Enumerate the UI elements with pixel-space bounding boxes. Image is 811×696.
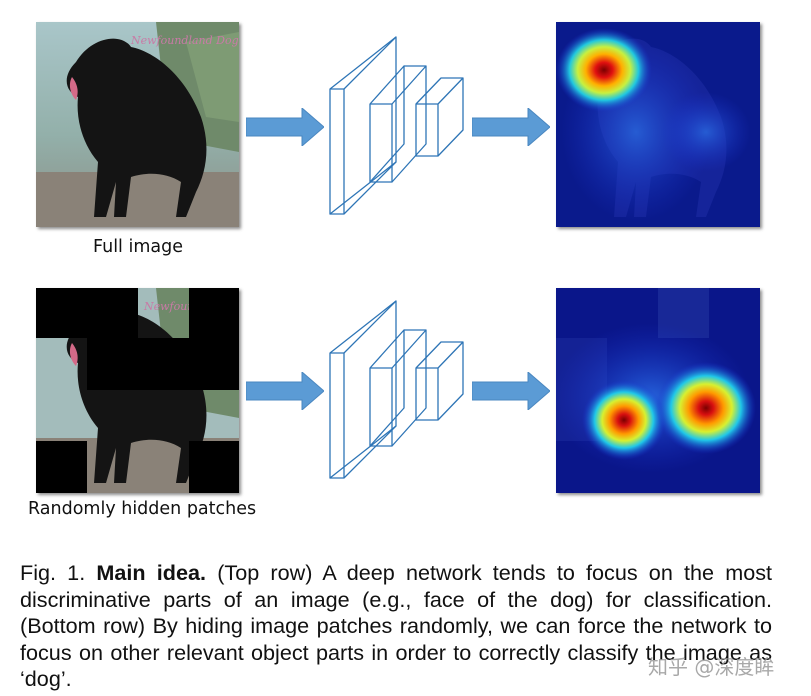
arrow-right-icon (472, 108, 550, 146)
full-image: Newfoundland Dog (36, 22, 239, 227)
full-image-label: Full image (93, 237, 183, 257)
patched-image-label: Randomly hidden patches (28, 499, 257, 519)
patched-image: Newfoundland (36, 288, 239, 493)
watermark: 知乎 @深度眸 (648, 655, 775, 679)
arrow-right-icon (246, 108, 324, 146)
network-diagram (329, 36, 464, 215)
svg-text:Newfoundland Dog: Newfoundland Dog (130, 34, 239, 47)
heatmap-patched-image (556, 288, 760, 493)
network-diagram (329, 300, 464, 479)
caption-title: Main idea. (96, 560, 206, 585)
caption-text: (Top row) A deep network tends to focus … (20, 560, 773, 692)
arrow-right-icon (472, 372, 550, 410)
heatmap-full-image (556, 22, 760, 227)
figure-caption: Fig. 1. Main idea. (Top row) A deep netw… (20, 560, 772, 693)
arrow-right-icon (246, 372, 324, 410)
caption-fig-label: Fig. 1. (20, 560, 86, 585)
